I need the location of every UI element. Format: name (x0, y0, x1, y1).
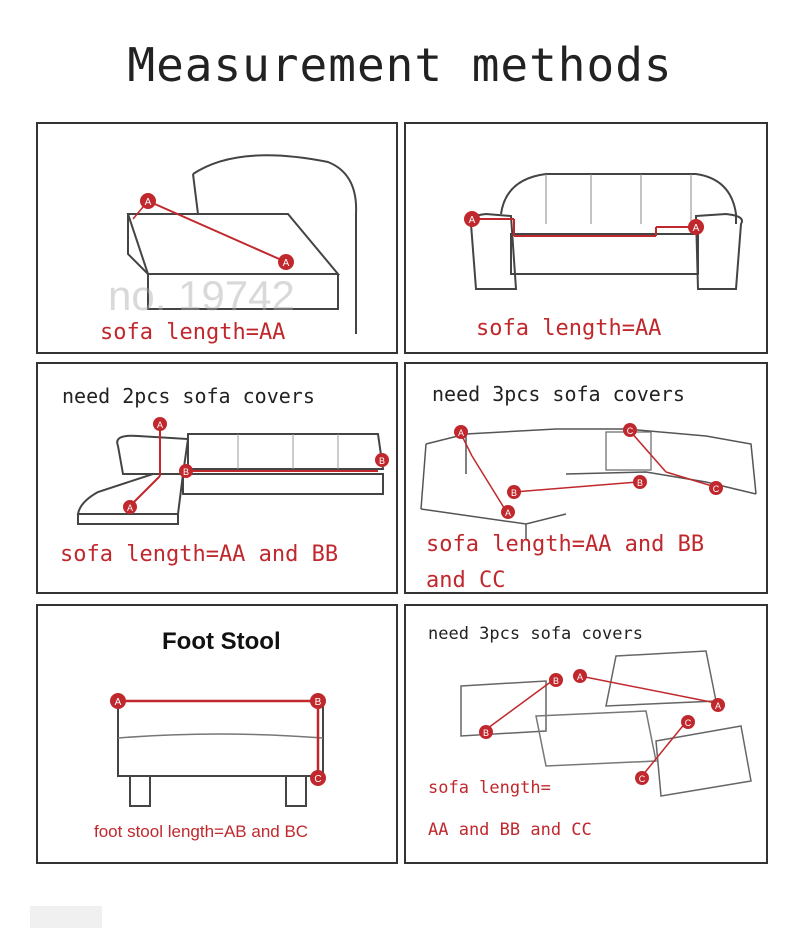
panel-living-room-set: need 3pcs sofa covers B B A A C C sofa l… (404, 604, 768, 864)
marker-label: A (145, 197, 152, 208)
svg-text:A: A (127, 503, 133, 513)
svg-text:B: B (511, 488, 517, 498)
svg-text:A: A (505, 508, 511, 518)
panel-caption: foot stool length=AB and BC (94, 822, 308, 842)
panel-u-sectional: need 3pcs sofa covers A A B B C C sofa l… (404, 362, 768, 594)
svg-text:A: A (715, 701, 721, 711)
svg-text:C: C (627, 426, 634, 436)
svg-text:C: C (314, 774, 321, 785)
svg-text:B: B (553, 676, 559, 686)
panel-caption: sofa length= (428, 778, 551, 798)
svg-text:B: B (183, 467, 189, 477)
panel-caption: sofa length=AA and BB (60, 542, 338, 567)
svg-text:A: A (157, 420, 163, 430)
panel-caption: and CC (426, 568, 505, 593)
svg-text:A: A (115, 697, 122, 708)
panel-armless-sofa: A A no. 19742 sofa length=AA (36, 122, 398, 354)
svg-text:C: C (685, 718, 692, 728)
panel-foot-stool: Foot Stool A B C foot stool length=AB an… (36, 604, 398, 864)
svg-text:A: A (458, 428, 464, 438)
panel-caption: sofa length=AA (476, 316, 661, 341)
svg-text:B: B (483, 728, 489, 738)
svg-text:C: C (639, 774, 646, 784)
svg-text:A: A (469, 215, 476, 226)
marker-label: A (283, 258, 290, 269)
svg-text:A: A (577, 672, 583, 682)
svg-text:B: B (637, 478, 643, 488)
svg-text:B: B (379, 456, 385, 466)
page-title: Measurement methods (0, 38, 800, 92)
footer-fragment (30, 906, 102, 928)
watermark: no. 19742 (108, 272, 295, 320)
svg-text:A: A (693, 223, 700, 234)
svg-text:C: C (713, 484, 720, 494)
panel-loveseat: A A sofa length=AA (404, 122, 768, 354)
u-sectional-illustration: A A B B C C (406, 364, 768, 594)
panel-chaise-sofa: need 2pcs sofa covers A A B B sofa lengt… (36, 362, 398, 594)
panel-caption: sofa length=AA (100, 320, 285, 345)
panel-caption: AA and BB and CC (428, 820, 592, 840)
svg-text:B: B (315, 697, 322, 708)
panel-caption: sofa length=AA and BB (426, 532, 704, 557)
